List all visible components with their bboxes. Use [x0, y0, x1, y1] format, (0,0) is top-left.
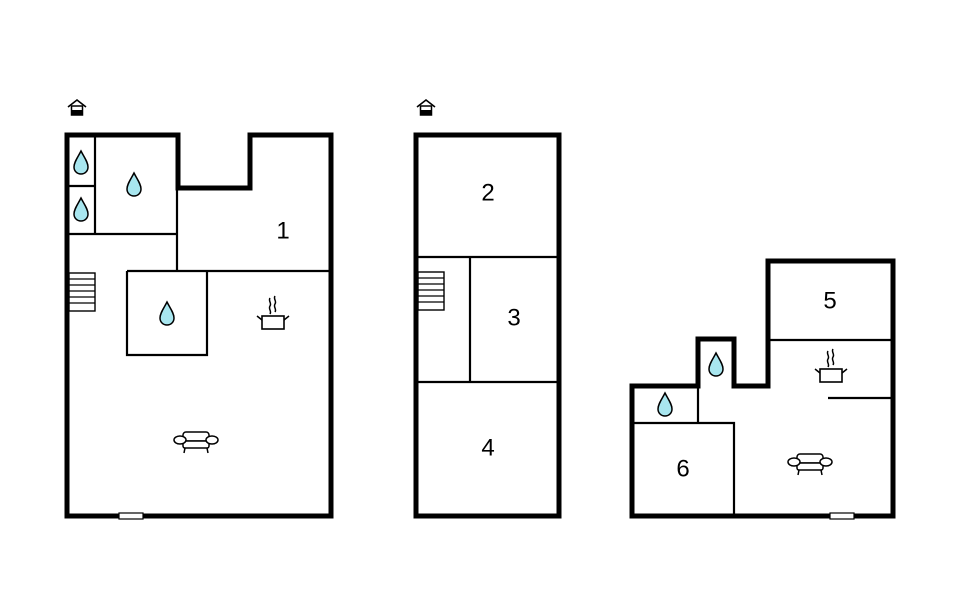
- outer-wall: [64, 132, 334, 519]
- room-label-4: 4: [481, 434, 494, 461]
- sofa-icon: [787, 453, 833, 476]
- room-label-6: 6: [676, 455, 689, 482]
- room-label-5: 5: [823, 287, 836, 314]
- inner-walls: [67, 135, 331, 357]
- inner-walls: [632, 338, 893, 516]
- door-icon: [118, 512, 144, 520]
- stairs-icon: [68, 272, 96, 312]
- water-drop-icon: [657, 392, 673, 417]
- floor-plan-unit: 5 6: [629, 258, 896, 520]
- sofa-icon: [173, 431, 219, 454]
- stairs-icon: [417, 271, 445, 311]
- room-label-3: 3: [507, 304, 520, 331]
- inner-walls: [416, 255, 559, 384]
- house-entrance-icon: [416, 99, 436, 116]
- kitchen-pot-icon: [256, 295, 290, 330]
- floor-plan-ground: 1: [64, 99, 334, 520]
- water-drop-icon: [126, 172, 142, 197]
- water-drop-icon: [159, 301, 175, 326]
- house-entrance-icon: [67, 99, 87, 116]
- water-drop-icon: [73, 197, 89, 222]
- room-label-2: 2: [481, 179, 494, 206]
- kitchen-pot-icon: [814, 348, 848, 383]
- outer-wall: [413, 132, 562, 519]
- room-label-1: 1: [276, 217, 289, 244]
- door-icon: [829, 512, 855, 520]
- floor-plan-first: 2 3 4: [413, 99, 562, 519]
- outer-wall: [629, 258, 896, 519]
- water-drop-icon: [73, 150, 89, 175]
- water-drop-icon: [708, 352, 724, 377]
